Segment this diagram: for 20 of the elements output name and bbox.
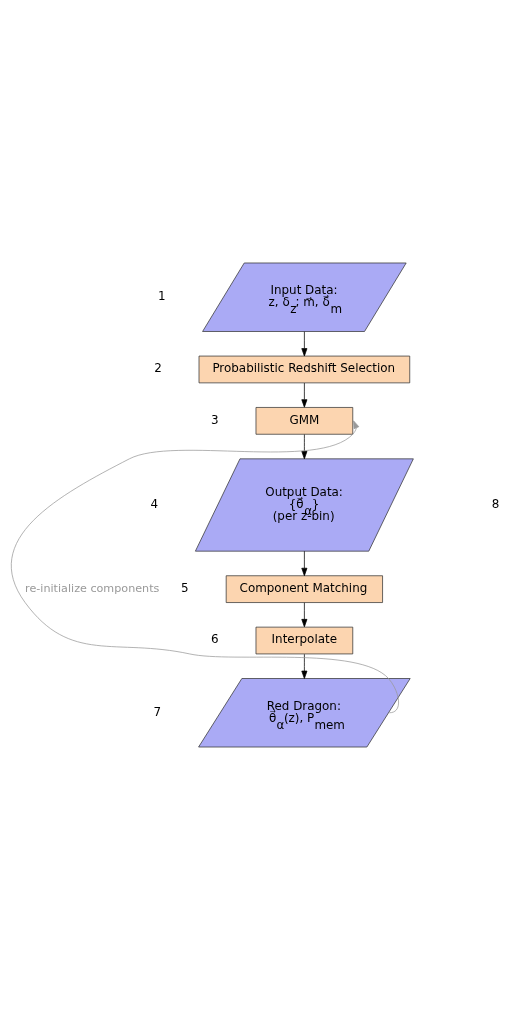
arrow — [301, 382, 308, 408]
node-label: 5 — [181, 580, 189, 595]
arrow — [301, 331, 308, 357]
label: 8 — [491, 496, 500, 511]
node-box: Component Matching — [225, 575, 383, 603]
node-box: GMM — [255, 407, 354, 435]
node-label: 3 — [210, 412, 219, 427]
node-box: Probabilistic Redshift Selection — [198, 355, 411, 384]
node-box: Interpolate — [255, 626, 354, 655]
edge-label: re-initialize components — [25, 581, 160, 595]
arrow — [301, 602, 308, 628]
node-label: 2 — [154, 361, 162, 376]
node-label: 1 — [158, 289, 166, 304]
arrow — [301, 550, 308, 577]
node-label: 7 — [153, 704, 162, 719]
node-label: 4 — [150, 496, 159, 511]
arrow — [301, 653, 308, 679]
arrow — [301, 434, 308, 460]
node-label: 6 — [210, 632, 219, 647]
arrow — [11, 420, 399, 714]
